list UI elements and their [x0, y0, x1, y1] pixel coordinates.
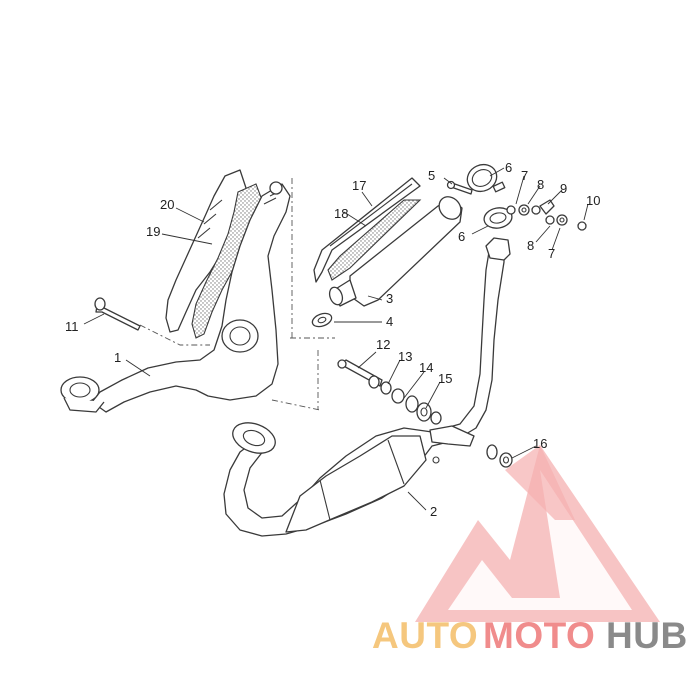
bolt-long: [94, 297, 141, 331]
bolt-short: [446, 180, 473, 195]
rear-pipe: [485, 237, 511, 261]
callout-10: 10: [586, 193, 600, 208]
callout-14: 14: [419, 360, 433, 375]
header-pipe: [60, 181, 291, 413]
callout-16: 16: [533, 436, 547, 451]
muffler-main: [223, 243, 505, 537]
callout-3: 3: [386, 291, 393, 306]
watermark-word-moto: MOTO: [483, 615, 595, 656]
callout-19: 19: [146, 224, 160, 239]
watermark-text: AUTO MOTO HUB: [372, 615, 688, 656]
clamp-lower: [483, 207, 513, 229]
callout-labels: 1 2 3 4 5 6 6 7 7 8 8 9 10 11 12 13 14 1…: [65, 160, 600, 519]
assembly-guides: [139, 178, 335, 411]
callout-2: 2: [430, 504, 437, 519]
mounting-bolt-kit: [337, 359, 442, 425]
callout-12: 12: [376, 337, 390, 352]
callout-8-lower: 8: [527, 238, 534, 253]
callout-17: 17: [352, 178, 366, 193]
callout-6-lower: 6: [458, 229, 465, 244]
callout-15: 15: [438, 371, 452, 386]
silencer-body: [328, 196, 463, 307]
callout-11: 11: [65, 319, 79, 334]
hardware-small-parts: [506, 199, 587, 231]
callout-7-upper: 7: [521, 168, 528, 183]
clamp-upper: [466, 163, 506, 193]
callout-5: 5: [428, 168, 435, 183]
callout-13: 13: [398, 349, 412, 364]
watermark-word-hub: HUB: [606, 615, 688, 656]
gasket: [311, 312, 333, 328]
callout-20: 20: [160, 197, 174, 212]
watermark-logo: [415, 445, 660, 622]
callout-6-upper: 6: [505, 160, 512, 175]
washer-nut: [486, 444, 513, 468]
watermark-word-auto: AUTO: [372, 615, 478, 656]
silencer-shield-inner: [327, 199, 422, 281]
callout-18: 18: [334, 206, 348, 221]
callout-9: 9: [560, 181, 567, 196]
silencer-shield-outer: [313, 177, 421, 283]
callout-7-lower: 7: [548, 246, 555, 261]
callout-4: 4: [386, 314, 393, 329]
callout-8-upper: 8: [537, 177, 544, 192]
callout-1: 1: [114, 350, 121, 365]
leader-lines: [83, 167, 589, 511]
